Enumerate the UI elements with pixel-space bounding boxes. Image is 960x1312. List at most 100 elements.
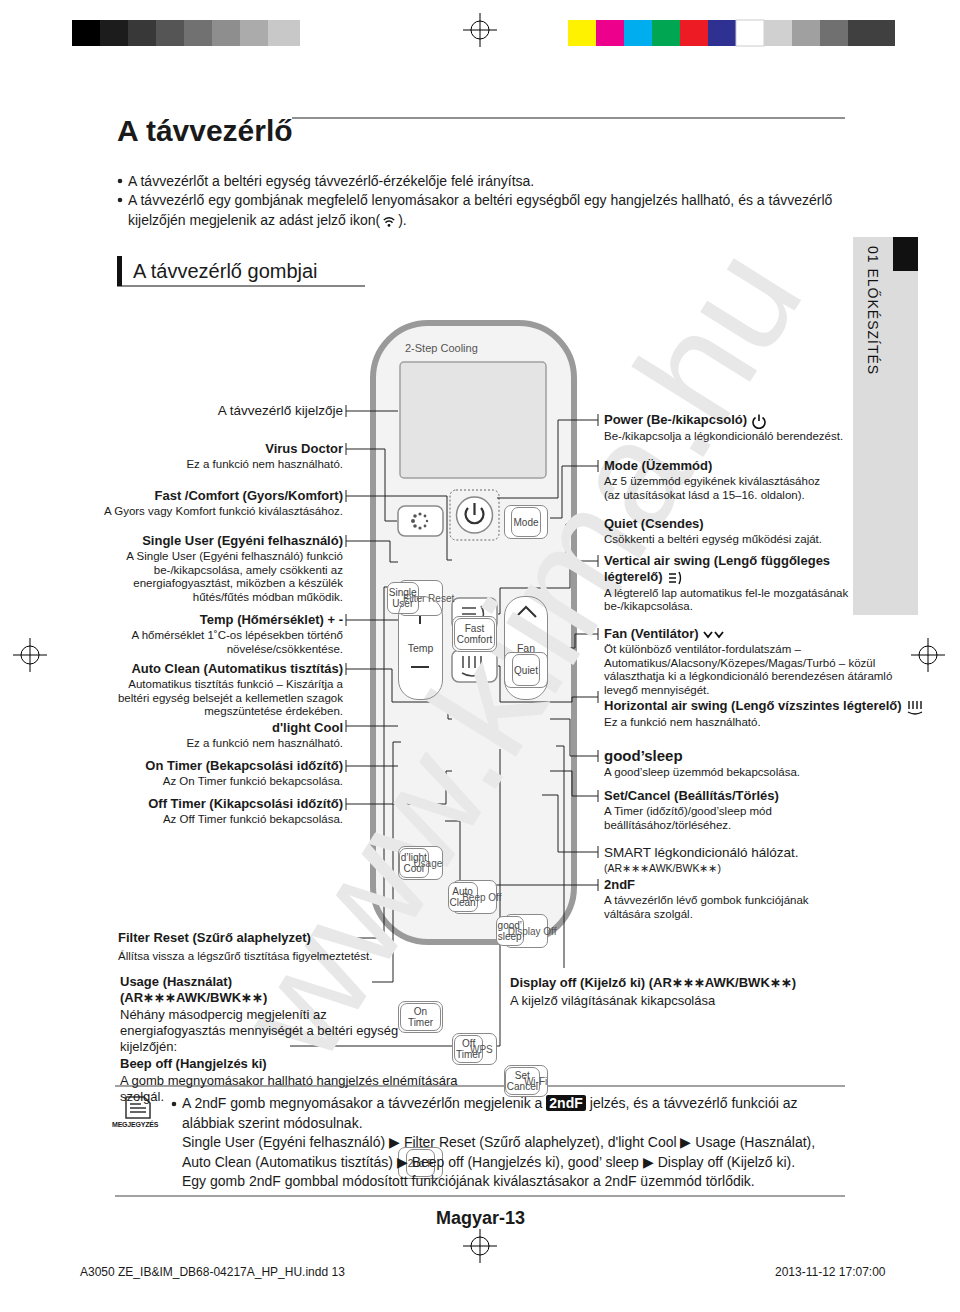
power-icon: [751, 413, 767, 429]
note-text: Egy gomb 2ndF gombbal módosított funkció…: [182, 1172, 832, 1192]
callout-heading: Horizontal air swing (Lengő vízszintes l…: [604, 698, 940, 715]
callout-heading: Power (Be-/kikapcsoló): [604, 412, 849, 429]
callout-text: A hőmérséklet 1˚C-os lépésekben történő …: [123, 629, 343, 656]
remote-button: Set CancelWi-Fi: [504, 1065, 548, 1097]
remote-button: Fast Comfort: [452, 616, 497, 652]
callout-text: Ez a funkció nem használható.: [604, 716, 904, 730]
note-rule: [115, 1086, 845, 1196]
callout-text: Öt különböző ventilátor-fordulatszám – A…: [604, 643, 904, 697]
chapter-tab-mark: [893, 237, 918, 271]
callout-heading: d'light Cool: [103, 720, 343, 736]
callout-heading: Display off (Kijelző ki) (AR∗∗∗AWK/BWK∗∗…: [510, 975, 840, 991]
button-label: Temp: [399, 642, 442, 654]
registration-mark: [13, 13, 945, 1263]
callout-heading: 2ndF: [604, 877, 904, 893]
callout-text: A légterelő lap automatikus fel-le mozga…: [604, 587, 849, 614]
button-label: Fan: [505, 642, 547, 654]
remote-button: Single UserFilter Reset: [398, 580, 443, 616]
callout-text: A Timer (időzítő)/good’sleep mód beállít…: [604, 805, 829, 832]
callout-text: MEGJEGYZÉS: [112, 1121, 172, 1128]
callout-heading: Fan (Ventilátor): [604, 626, 904, 642]
button-face: Fast Comfort: [454, 618, 495, 650]
callout-text: Be-/kikapcsolja a légkondicionáló berend…: [604, 430, 849, 444]
button-label: Fast Comfort: [456, 623, 493, 645]
remote-button: Quiet: [504, 652, 548, 688]
note-block: A 2ndF gomb megnyomásakor a távvezérlőn …: [182, 1094, 832, 1192]
callout-text: A távvezérlőt a beltéri egység távvezérl…: [128, 172, 848, 190]
callout-heading: Auto Clean (Automatikus tisztítás): [103, 661, 343, 677]
vertical-swing-icon: [667, 570, 683, 586]
callout-heading: Virus Doctor: [103, 441, 343, 457]
callout-heading: good’sleep: [604, 747, 904, 765]
section-bar: [117, 256, 122, 286]
rocker-button: Temp: [398, 596, 443, 700]
button-label: Mode: [513, 517, 538, 528]
secondary-label: Filter Reset: [403, 593, 454, 605]
callout-text: Az On Timer funkció bekapcsolása.: [103, 775, 343, 789]
callout-heading: Set/Cancel (Beállítás/Törlés): [604, 788, 904, 804]
callout-text: A távvezérlőn lévő gombok funkciójának v…: [604, 894, 834, 921]
callout-text: Csökkenti a beltéri egység működési zajá…: [604, 533, 849, 547]
callout-heading: Single User (Egyéni felhasználó): [103, 533, 343, 549]
callout-text: A távvezérlő gombjai: [133, 258, 533, 284]
color-bar: [72, 20, 895, 46]
callout-text: A Gyors vagy Komfort funkció kiválasztás…: [103, 505, 343, 519]
power-button: [450, 490, 499, 540]
second-function-badge: 2ndF: [546, 1095, 585, 1111]
remote-button: On Timer: [398, 1001, 443, 1033]
remote-button: Off TimerWPS: [452, 1033, 497, 1065]
remote-display: [400, 362, 546, 478]
callout-text: (AR∗∗∗AWK/BWK∗∗): [604, 862, 904, 875]
button-label: Quiet: [514, 665, 538, 676]
remote-body: 2-Step CoolingModeSingle UserFilter Rese…: [370, 320, 577, 945]
footer-text: A3050 ZE_IB&IM_DB68-04217A_HP_HU.indd 13: [80, 1265, 480, 1280]
chapter-tab: [853, 237, 918, 615]
button-face: On Timer: [400, 1003, 441, 1031]
callout-heading: Beep off (Hangjelzés ki): [120, 1056, 420, 1072]
callout-text: A távvezérlő kijelzője: [103, 403, 343, 419]
page-title: A távvezérlő: [117, 113, 293, 149]
chapter-tab-text: 01 ELŐKÉSZÍTÉS: [864, 246, 881, 375]
secondary-label: WPS: [468, 1044, 495, 1056]
callout-text: ).: [398, 212, 407, 228]
remote-button: Mode: [504, 505, 548, 539]
footer-text: 2013-11-12 17:07:00: [775, 1265, 935, 1280]
callout-text: A kijelző világításának kikapcsolása: [510, 993, 840, 1009]
callout-heading: Vertical air swing (Lengő függőleges lég…: [604, 553, 849, 586]
callout-text: Az Off Timer funkció bekapcsolása.: [103, 813, 343, 827]
callout-text: Automatikus tisztítás funkció – Kiszárít…: [108, 678, 343, 719]
callout-text: A Single User (Egyéni felhasználó) funkc…: [103, 550, 343, 604]
callout-text: Néhány másodpercig megjeleníti az energi…: [120, 1007, 420, 1055]
callout-text: A good’sleep üzemmód bekapcsolása.: [604, 766, 904, 780]
remote-button: good’ sleepDisplay Off: [504, 914, 548, 948]
callout-heading: Filter Reset (Szűrő alaphelyzet): [118, 930, 418, 946]
bullet-text: A távvezérlő egy gombjának megfelelő len…: [128, 190, 848, 230]
button-label: On Timer: [402, 1006, 439, 1028]
bullet: [118, 179, 177, 1107]
callout-text: SMART légkondicionáló hálózat.: [604, 845, 904, 861]
callout-heading: Quiet (Csendes): [604, 516, 849, 532]
callout-heading: Fast /Comfort (Gyors/Komfort): [103, 488, 343, 504]
note-line: A 2ndF gomb megnyomásakor a távvezérlőn …: [182, 1094, 832, 1133]
button-face: Quiet: [512, 654, 540, 686]
callout-text: Ez a funkció nem használható.: [103, 737, 343, 751]
callout-text: Ez a funkció nem használható.: [103, 458, 343, 472]
fan-icon: [703, 629, 725, 641]
footer-text: Magyar-13: [436, 1207, 556, 1229]
secondary-label: Display Off: [508, 926, 557, 938]
callout-heading: Mode (Üzemmód): [604, 458, 849, 474]
callout-text: Az 5 üzemmód egyikének kiválasztásához (…: [604, 475, 839, 502]
note-text: Single User (Egyéni felhasználó) ▶ Filte…: [182, 1133, 832, 1172]
callout-text: Állítsa vissza a légszűrő tisztítása fig…: [118, 950, 438, 964]
horizontal-swing-icon: [906, 699, 924, 715]
title-rule: [292, 117, 845, 118]
callout-heading: Usage (Használat) (AR∗∗∗AWK/BWK∗∗): [120, 974, 380, 1006]
remote-button: d’light CoolUsage: [398, 846, 443, 880]
callout-heading: Temp (Hőmérséklet) + -: [103, 612, 343, 628]
button-face: Mode: [511, 507, 540, 537]
secondary-label: Beep Off: [462, 892, 501, 904]
remote-button: Auto CleanBeep Off: [452, 880, 497, 914]
signal-icon: [382, 214, 396, 228]
secondary-label: Usage: [413, 858, 442, 870]
